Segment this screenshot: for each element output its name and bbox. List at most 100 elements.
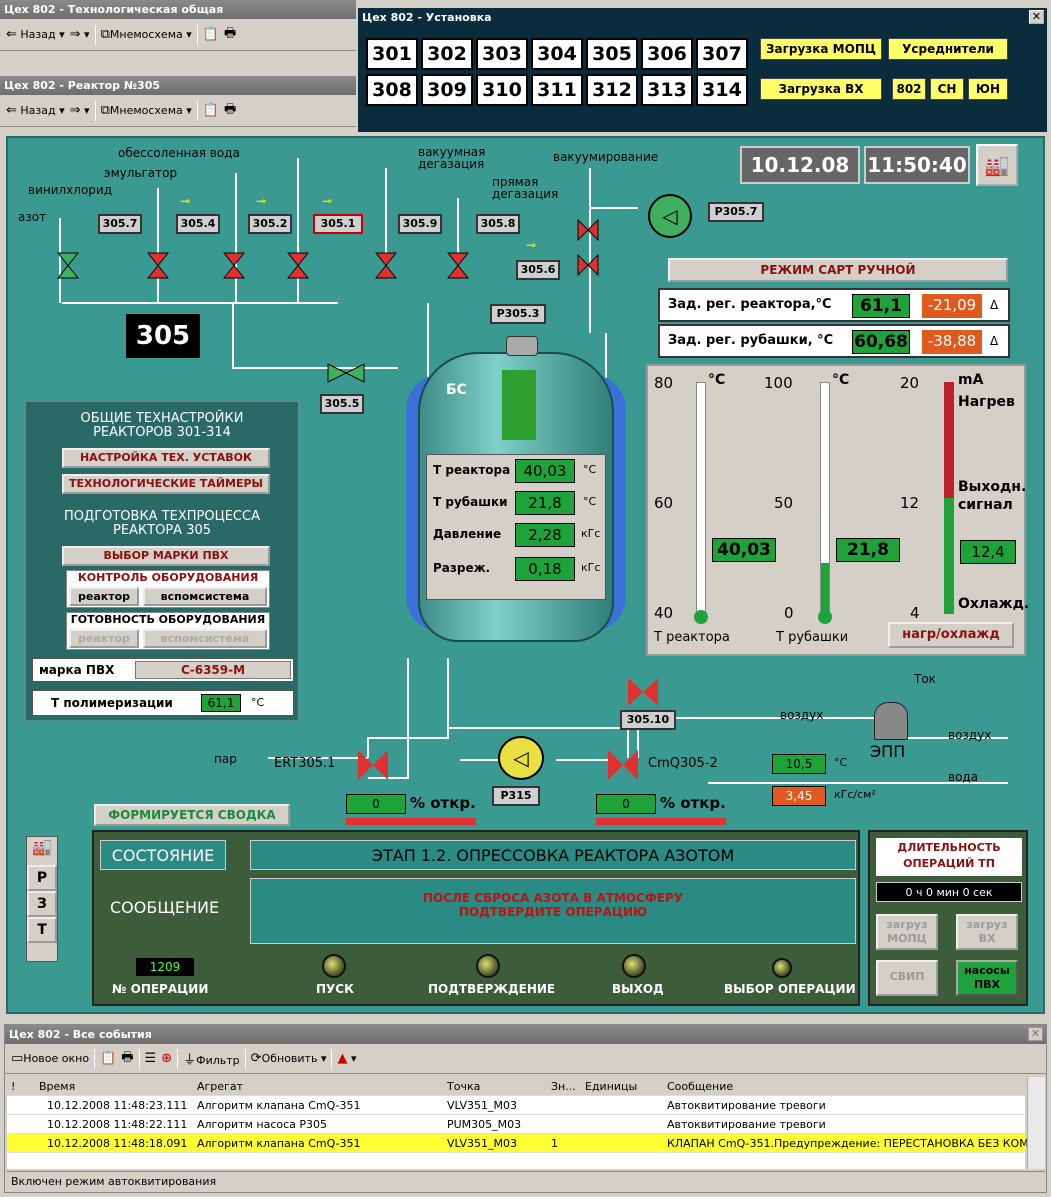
valve-305-5[interactable]: 305.5 [320,394,364,414]
reactor-308-button[interactable]: 308 [366,74,418,106]
list-icon[interactable]: ☰ [144,1051,157,1066]
reactor-307-button[interactable]: 307 [696,38,748,70]
reactor-303-button[interactable]: 303 [476,38,528,70]
reactor-301-button[interactable]: 301 [366,38,418,70]
inst-b_vx-button[interactable]: Загрузка ВХ [760,78,882,100]
side-p-button[interactable]: Р [27,865,57,891]
jacket-setpoint-value[interactable]: 60,68 [852,330,910,354]
window-icon: ▭ [11,1051,24,1066]
column-header[interactable]: Единицы [585,1080,638,1093]
inst-b_mopc-button[interactable]: Загрузка МОПЦ [760,38,882,60]
reactor-302-button[interactable]: 302 [421,38,473,70]
reactor-306-button[interactable]: 306 [641,38,693,70]
pumps-pvc-button[interactable]: насосы ПВХ [956,960,1018,996]
column-header[interactable]: Сообщение [667,1080,734,1093]
pump-p305-7-icon[interactable]: ◁ [648,194,692,238]
valve-305-6[interactable]: 305.6 [516,260,560,280]
reactor-311-button[interactable]: 311 [531,74,583,106]
column-header[interactable]: Агрегат [197,1080,243,1093]
control-reactor-button[interactable]: реактор [69,587,139,606]
close-icon[interactable]: ✕ [1029,10,1044,24]
forward-button[interactable]: ⇒ ▾ [69,103,90,118]
tech-settings-panel: ОБЩИЕ ТЕХНАСТРОЙКИ РЕАКТОРОВ 301-314 НАС… [24,400,300,722]
select-op-knob[interactable] [772,958,792,978]
refresh-button[interactable]: ⟳Обновить ▾ [250,1051,327,1066]
copy-icon: ⧉ [100,103,110,118]
pvc-grade-select-button[interactable]: ВЫБОР МАРКИ ПВХ [62,546,270,566]
exit-knob[interactable] [622,954,646,978]
separator [138,1048,140,1069]
tech-setpoints-button[interactable]: НАСТРОЙКА ТЕХ. УСТАВОК [62,448,270,468]
clipboard-icon[interactable]: 📋 [202,27,219,42]
control-aux-button[interactable]: вспомсистема [143,587,267,606]
pump-p315-label[interactable]: Р315 [492,786,540,806]
print-icon[interactable]: 🖶 [223,101,237,117]
side-z-button[interactable]: З [27,891,57,917]
print-icon[interactable]: 🖶 [121,1049,134,1065]
svip-button[interactable]: СВИП [876,960,938,996]
column-header[interactable]: Зн... [551,1080,576,1093]
alert-icon[interactable]: ⊕ [161,1051,173,1066]
mode-button[interactable]: РЕЖИМ САРТ РУЧНОЙ [668,258,1008,282]
inst-b_yun-button[interactable]: ЮН [968,78,1008,100]
reactor-304-button[interactable]: 304 [531,38,583,70]
summary-button[interactable]: ФОРМИРУЕТСЯ СВОДКА [94,804,290,826]
column-header[interactable]: Время [39,1080,76,1093]
load-mopc-button[interactable]: загруз МОПЦ [876,914,938,950]
reactor-305-button[interactable]: 305 [586,38,638,70]
valve-305-9[interactable]: 305.9 [398,214,442,234]
start-knob[interactable] [322,954,346,978]
forward-button[interactable]: ⇒ ▾ [69,27,90,42]
mnemo-button[interactable]: ⧉Мнемосхема ▾ [100,27,192,42]
print-icon[interactable]: 🖶 [223,25,237,41]
ready-aux-button[interactable]: вспомсистема [143,629,267,648]
tech-timers-button[interactable]: ТЕХНОЛОГИЧЕСКИЕ ТАЙМЕРЫ [62,474,270,494]
back-button[interactable]: ⇐ Назад ▾ [6,103,65,118]
events-scrollbar[interactable] [1027,1077,1045,1169]
filter-icon: ⏚ [183,1053,197,1068]
table-cell: 10.12.2008 11:48:23.111 [47,1099,188,1112]
time-display: 11:50:40 [864,146,970,184]
confirm-knob[interactable] [476,954,500,978]
factory-icon[interactable]: 🏭 [32,837,52,856]
inst-b_sn-button[interactable]: СН [930,78,964,100]
reactor-310-button[interactable]: 310 [476,74,528,106]
pump-p315-icon[interactable]: ◁ [498,736,544,780]
inst-b_802-button[interactable]: 802 [892,78,926,100]
ready-reactor-button[interactable]: реактор [69,629,139,648]
reactor-314-button[interactable]: 314 [696,74,748,106]
valve-305-10[interactable]: 305.10 [620,710,676,730]
load-vx-button[interactable]: загруз ВХ [956,914,1018,950]
mnemo-button[interactable]: ⧉Мнемосхема ▾ [100,103,192,118]
pipe-label-vacuum: вакуумирование [553,150,659,164]
reactor-312-button[interactable]: 312 [586,74,638,106]
factory-icon[interactable]: 🏭 [976,144,1018,186]
valve-305-8[interactable]: 305.8 [476,214,520,234]
valve-305-1[interactable]: 305.1 [313,214,363,234]
water-label: вода [948,770,979,784]
close-icon[interactable]: ✕ [1028,1027,1043,1041]
back-button[interactable]: ⇐ Назад ▾ [6,27,65,42]
table-cell: Автоквитирование тревоги [667,1118,826,1131]
valve-305-4[interactable]: 305.4 [176,214,220,234]
pump-p305-3-label[interactable]: Р305.3 [490,304,546,324]
pump-p305-7-label[interactable]: Р305.7 [708,202,764,222]
valve-305-2[interactable]: 305.2 [248,214,292,234]
reactor-313-button[interactable]: 313 [641,74,693,106]
column-header[interactable]: Точка [447,1080,481,1093]
bell-dropdown[interactable]: ▲ ▾ [337,1051,357,1066]
reactor-309-button[interactable]: 309 [421,74,473,106]
clipboard-icon[interactable]: 📋 [100,1051,117,1066]
valve-305-7[interactable]: 305.7 [98,214,142,234]
new-window-button[interactable]: ▭Новое окно [11,1051,90,1066]
filter-button[interactable]: ⏚Фильтр [183,1049,240,1068]
inst-b_usr-button[interactable]: Усреднители [888,38,1008,60]
reactor-setpoint-value[interactable]: 61,1 [852,294,910,318]
side-t-button[interactable]: Т [27,917,57,943]
heat-cool-button[interactable]: нагр/охлажд [888,622,1014,648]
column-header[interactable]: ! [11,1080,16,1093]
clipboard-icon[interactable]: 📋 [202,103,219,118]
